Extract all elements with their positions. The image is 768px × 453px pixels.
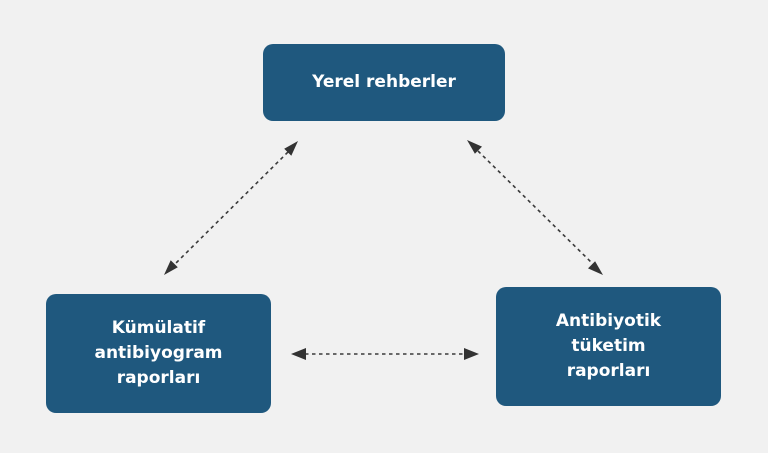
edge-top-right-arrowhead-top <box>467 140 482 154</box>
node-antibiyotik-tuketim-raporlari: Antibiyotik tüketim raporları <box>496 287 721 406</box>
node-kumulatif-antibiyogram-raporlari-label: Kümülatif antibiyogram raporları <box>94 318 223 388</box>
edge-left-right-arrowhead-right <box>464 348 479 360</box>
edge-top-left <box>164 141 298 275</box>
node-kumulatif-antibiyogram-raporlari: Kümülatif antibiyogram raporları <box>46 294 271 413</box>
edge-left-right-arrowhead-left <box>291 348 306 360</box>
edge-top-left-arrowhead-left <box>164 260 178 275</box>
edge-top-left-line <box>174 151 289 265</box>
node-yerel-rehberler: Yerel rehberler <box>263 44 505 121</box>
edge-left-right <box>291 348 479 360</box>
edge-top-right-line <box>477 150 594 265</box>
edge-top-right-arrowhead-right <box>588 261 603 275</box>
edge-top-left-arrowhead-top <box>284 141 298 156</box>
node-yerel-rehberler-label: Yerel rehberler <box>312 72 456 92</box>
node-antibiyotik-tuketim-raporlari-label: Antibiyotik tüketim raporları <box>555 311 662 381</box>
edge-top-right <box>467 140 603 275</box>
